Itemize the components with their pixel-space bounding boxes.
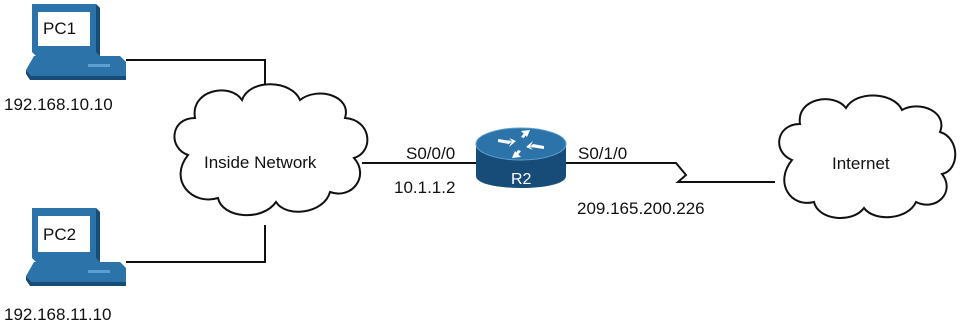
router-r2-icon (475, 127, 567, 188)
pc2-ip-label: 192.168.11.10 (4, 305, 112, 324)
interface-s000-ip-label: 10.1.1.2 (394, 178, 456, 197)
interface-s000-label: S0/0/0 (406, 144, 456, 163)
pc1-desktop-computer-icon (26, 4, 126, 80)
pc2-desktop-computer-icon (26, 208, 126, 286)
inside-network-cloud-icon (173, 83, 369, 216)
inside-network-label: Inside Network (204, 153, 317, 172)
pc2-name-label: PC2 (43, 225, 77, 244)
pc1-name-label: PC1 (43, 19, 77, 38)
interface-s010-ip-label: 209.165.200.226 (577, 199, 705, 218)
pc1-ip-label: 192.168.10.10 (4, 95, 113, 114)
serial-link-r2-internet (565, 162, 775, 183)
interface-s010-label: S0/1/0 (578, 144, 628, 163)
internet-label: Internet (832, 154, 890, 173)
internet-cloud-icon (778, 94, 957, 220)
link-pc2-inside (126, 225, 266, 263)
router-name-label: R2 (511, 171, 532, 188)
